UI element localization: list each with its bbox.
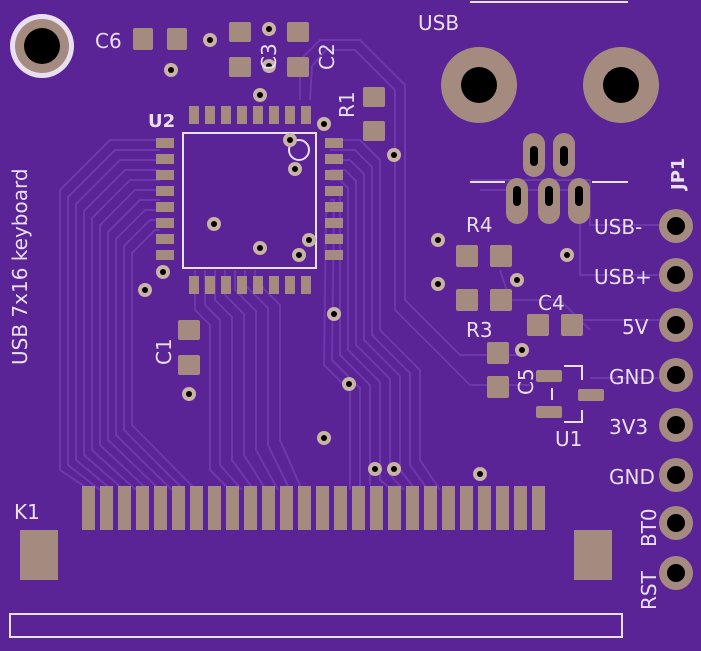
connector-finger	[226, 486, 239, 530]
smd-pads	[133, 22, 604, 418]
connector-finger	[100, 486, 113, 530]
connector-finger	[370, 486, 383, 530]
label-r4: R4	[466, 213, 493, 237]
usb-mount-hole-left	[441, 47, 517, 123]
vias	[138, 22, 574, 481]
connector-fingers	[82, 486, 545, 530]
label-u1: U1	[555, 427, 582, 451]
label-c3: C3	[257, 43, 281, 70]
connector-finger	[280, 486, 293, 530]
label-jp1: JP1	[668, 158, 689, 192]
connector-finger	[172, 486, 185, 530]
usb-outline	[470, 1, 628, 183]
label-usb: USB	[418, 11, 459, 35]
label-u2: U2	[148, 111, 175, 132]
usb-mount-hole-right	[583, 47, 659, 123]
connector-finger	[514, 486, 527, 530]
pin-label-rst: RST	[637, 570, 661, 610]
k1-mount-pads	[20, 530, 612, 580]
connector-finger	[316, 486, 329, 530]
connector-finger	[352, 486, 365, 530]
pin-label-5v: 5V	[622, 315, 649, 339]
connector-finger	[262, 486, 275, 530]
connector-finger	[532, 486, 545, 530]
label-c5: C5	[514, 368, 538, 395]
label-k1: K1	[14, 500, 40, 524]
connector-finger	[406, 486, 419, 530]
connector-finger	[334, 486, 347, 530]
label-c4: C4	[538, 291, 565, 315]
u1-outline	[551, 365, 583, 423]
label-c2: C2	[315, 43, 339, 70]
label-c1: C1	[152, 338, 176, 365]
mounting-hole	[10, 14, 74, 78]
connector-finger	[424, 486, 437, 530]
connector-finger	[190, 486, 203, 530]
connector-finger	[136, 486, 149, 530]
label-title: USB 7x16 keyboard	[8, 168, 32, 365]
connector-finger	[460, 486, 473, 530]
usb-connector-drills	[513, 146, 583, 206]
header-jp1	[659, 209, 693, 590]
connector-finger	[118, 486, 131, 530]
connector-finger	[154, 486, 167, 530]
pin-label-gnd-2: GND	[609, 465, 655, 489]
label-r1: R1	[335, 91, 359, 118]
connector-finger	[478, 486, 491, 530]
connector-finger	[208, 486, 221, 530]
pin-label-bt0: BT0	[637, 508, 661, 547]
pin-label-usb-plus: USB+	[594, 265, 652, 289]
connector-finger	[298, 486, 311, 530]
connector-finger	[82, 486, 95, 530]
label-c6: C6	[95, 29, 122, 53]
connector-finger	[388, 486, 401, 530]
connector-finger	[244, 486, 257, 530]
u2-chip	[156, 106, 343, 294]
connector-finger	[496, 486, 509, 530]
connector-finger	[442, 486, 455, 530]
pin-label-gnd-1: GND	[609, 365, 655, 389]
k1-outline	[9, 613, 623, 638]
pin-label-3v3: 3V3	[609, 415, 648, 439]
pin-label-usb-minus: USB-	[594, 215, 642, 239]
label-r3: R3	[466, 318, 493, 342]
